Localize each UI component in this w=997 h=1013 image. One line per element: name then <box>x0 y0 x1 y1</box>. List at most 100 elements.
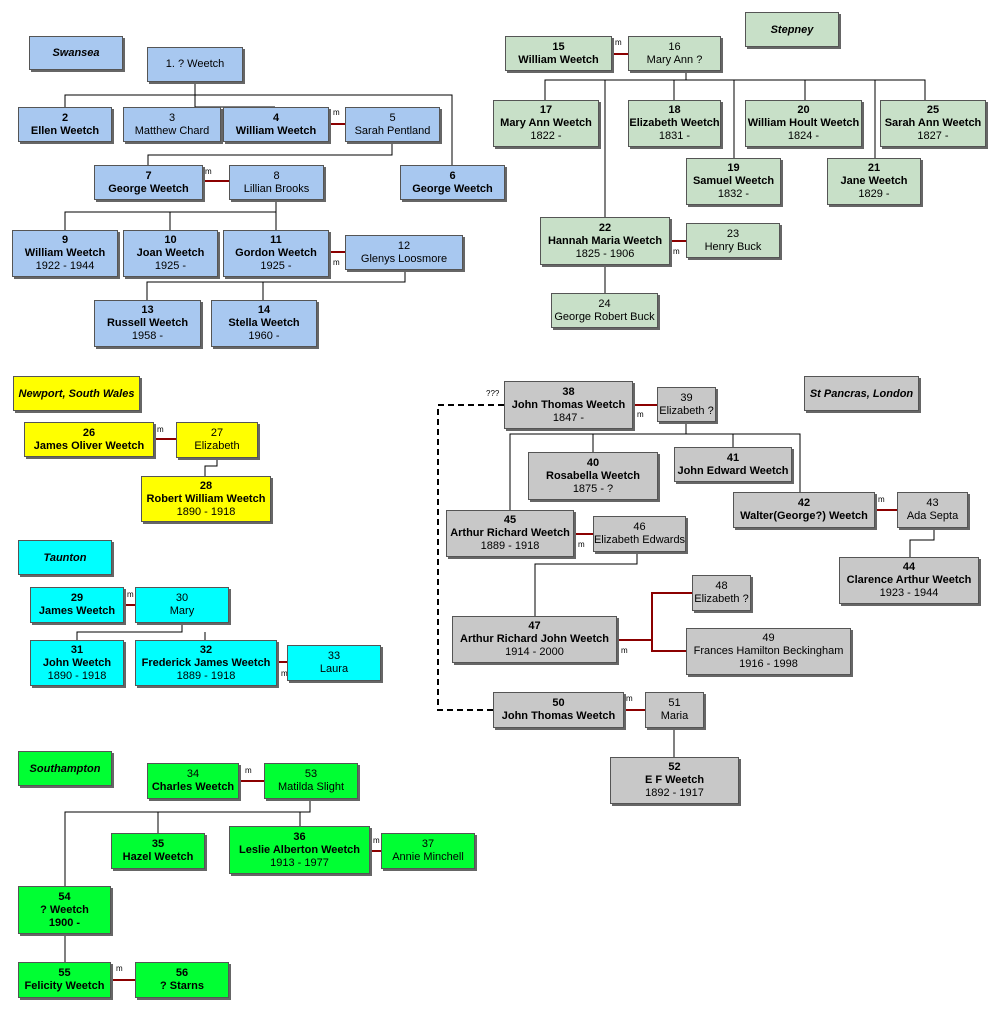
person-number: 20 <box>797 104 810 116</box>
person-box-8[interactable]: 8 Lillian Brooks <box>229 165 324 200</box>
person-box-4[interactable]: 4 William Weetch <box>223 107 329 142</box>
person-name: Charles Weetch <box>151 781 235 793</box>
person-dates: 1825 - 1906 <box>575 247 635 260</box>
person-box-5[interactable]: 5 Sarah Pentland <box>345 107 440 142</box>
person-box-18[interactable]: 18 Elizabeth Weetch 1831 - <box>628 100 721 147</box>
person-box-32[interactable]: 32 Frederick James Weetch 1889 - 1918 <box>135 640 277 686</box>
person-name: Elizabeth Weetch <box>629 117 720 129</box>
person-box-27[interactable]: 27 Elizabeth <box>176 422 258 458</box>
person-name: Stella Weetch <box>228 317 300 329</box>
person-box-46[interactable]: 46 Elizabeth Edwards <box>593 516 686 552</box>
person-box-13[interactable]: 13 Russell Weetch 1958 - <box>94 300 201 347</box>
person-number: 34 <box>186 768 200 780</box>
person-number: 51 <box>668 697 681 709</box>
person-number: 7 <box>145 169 152 182</box>
person-box-16[interactable]: 16 Mary Ann ? <box>628 36 721 71</box>
person-box-6[interactable]: 6 George Weetch <box>400 165 505 200</box>
person-box-10[interactable]: 10 Joan Weetch 1925 - <box>123 230 218 277</box>
person-dates: 1847 - <box>552 411 585 424</box>
person-box-35[interactable]: 35 Hazel Weetch <box>111 833 205 869</box>
person-dates: 1960 - <box>248 330 280 342</box>
person-name: William Weetch <box>235 124 317 137</box>
person-box-43[interactable]: 43 Ada Septa <box>897 492 968 528</box>
person-box-15[interactable]: 15 William Weetch <box>505 36 612 71</box>
person-name: Hannah Maria Weetch <box>547 234 663 247</box>
person-number: 31 <box>70 643 84 656</box>
person-box-51[interactable]: 51 Maria <box>645 692 704 728</box>
person-box-49[interactable]: 49 Frances Hamilton Beckingham 1916 - 19… <box>686 628 851 675</box>
person-box-9[interactable]: 9 William Weetch 1922 - 1944 <box>12 230 118 277</box>
person-box-50[interactable]: 50 John Thomas Weetch <box>493 692 624 728</box>
person-box-23[interactable]: 23 Henry Buck <box>686 223 780 258</box>
person-name: James Oliver Weetch <box>33 439 145 452</box>
person-box-34[interactable]: 34 Charles Weetch <box>147 763 239 799</box>
person-box-2[interactable]: 2 Ellen Weetch <box>18 107 112 142</box>
person-box-11[interactable]: 11 Gordon Weetch 1925 - <box>223 230 329 277</box>
person-name: Robert William Weetch <box>146 492 266 505</box>
region-newport: Newport, South Wales <box>13 376 140 411</box>
person-box-26[interactable]: 26 James Oliver Weetch <box>24 422 154 457</box>
person-box-47[interactable]: 47 Arthur Richard John Weetch 1914 - 200… <box>452 616 617 663</box>
person-dates: 1829 - <box>858 188 890 200</box>
person-box-48[interactable]: 48 Elizabeth ? <box>692 575 751 611</box>
person-name: Matilda Slight <box>277 781 345 793</box>
person-name: Annie Minchell <box>392 851 464 863</box>
person-number: 10 <box>164 234 177 246</box>
person-number: 45 <box>503 514 517 526</box>
person-number: 29 <box>70 592 84 604</box>
person-box-44[interactable]: 44 Clarence Arthur Weetch 1923 - 1944 <box>839 557 979 604</box>
person-number: 54 <box>58 890 71 903</box>
person-box-24[interactable]: 24 George Robert Buck <box>551 293 658 328</box>
person-box-55[interactable]: 55 Felicity Weetch <box>18 962 111 998</box>
person-number: 27 <box>210 427 224 439</box>
person-name: George Weetch <box>412 182 493 195</box>
person-box-22[interactable]: 22 Hannah Maria Weetch 1825 - 1906 <box>540 217 670 265</box>
person-box-36[interactable]: 36 Leslie Alberton Weetch 1913 - 1977 <box>229 826 370 874</box>
unknown-link-mark: ??? <box>486 389 500 398</box>
person-name: Jane Weetch <box>840 175 908 187</box>
person-box-21[interactable]: 21 Jane Weetch 1829 - <box>827 158 921 205</box>
person-box-40[interactable]: 40 Rosabella Weetch 1875 - ? <box>528 452 658 500</box>
person-box-20[interactable]: 20 William Hoult Weetch 1824 - <box>745 100 862 147</box>
person-box-7[interactable]: 7 George Weetch <box>94 165 203 200</box>
person-box-45[interactable]: 45 Arthur Richard Weetch 1889 - 1918 <box>446 510 574 557</box>
person-box-12[interactable]: 12 Glenys Loosmore <box>345 235 463 270</box>
person-box-29[interactable]: 29 James Weetch <box>30 587 124 623</box>
person-name: Ellen Weetch <box>30 124 100 137</box>
marriage-mark: m <box>637 410 644 419</box>
person-number: 38 <box>562 385 575 398</box>
person-box-56[interactable]: 56 ? Starns <box>135 962 229 998</box>
person-name: 1. ? Weetch <box>165 58 225 70</box>
person-box-25[interactable]: 25 Sarah Ann Weetch 1827 - <box>880 100 986 147</box>
person-name: ? Starns <box>159 980 204 992</box>
person-box-28[interactable]: 28 Robert William Weetch 1890 - 1918 <box>141 476 271 522</box>
person-box-17[interactable]: 17 Mary Ann Weetch 1822 - <box>493 100 599 147</box>
person-name: George Robert Buck <box>554 310 655 323</box>
person-box-30[interactable]: 30 Mary <box>135 587 229 623</box>
person-box-54[interactable]: 54 ? Weetch 1900 - <box>18 886 111 934</box>
person-box-19[interactable]: 19 Samuel Weetch 1832 - <box>686 158 781 205</box>
person-box-52[interactable]: 52 E F Weetch 1892 - 1917 <box>610 757 739 804</box>
person-box-31[interactable]: 31 John Weetch 1890 - 1918 <box>30 640 124 686</box>
person-box-1[interactable]: 1. ? Weetch <box>147 47 243 82</box>
person-box-37[interactable]: 37 Annie Minchell <box>381 833 475 869</box>
person-dates: 1832 - <box>717 188 750 200</box>
person-number: 47 <box>528 620 541 632</box>
person-name: James Weetch <box>38 605 116 617</box>
marriage-mark: m <box>245 766 252 775</box>
person-box-14[interactable]: 14 Stella Weetch 1960 - <box>211 300 317 347</box>
person-box-42[interactable]: 42 Walter(George?) Weetch <box>733 492 875 528</box>
person-box-33[interactable]: 33 Laura <box>287 645 381 681</box>
person-name: Ada Septa <box>906 510 959 522</box>
person-dates: 1889 - 1918 <box>176 669 236 682</box>
person-box-38[interactable]: 38 John Thomas Weetch 1847 - <box>504 381 633 429</box>
person-box-3[interactable]: 3 Matthew Chard <box>123 107 221 142</box>
person-box-41[interactable]: 41 John Edward Weetch <box>674 447 792 482</box>
person-box-53[interactable]: 53 Matilda Slight <box>264 763 358 799</box>
person-number: 39 <box>680 391 693 404</box>
person-box-39[interactable]: 39 Elizabeth ? <box>657 387 716 422</box>
person-name: Henry Buck <box>704 240 762 253</box>
person-name: Hazel Weetch <box>122 851 194 863</box>
person-name: Elizabeth <box>194 440 240 452</box>
person-number: 43 <box>926 497 939 509</box>
